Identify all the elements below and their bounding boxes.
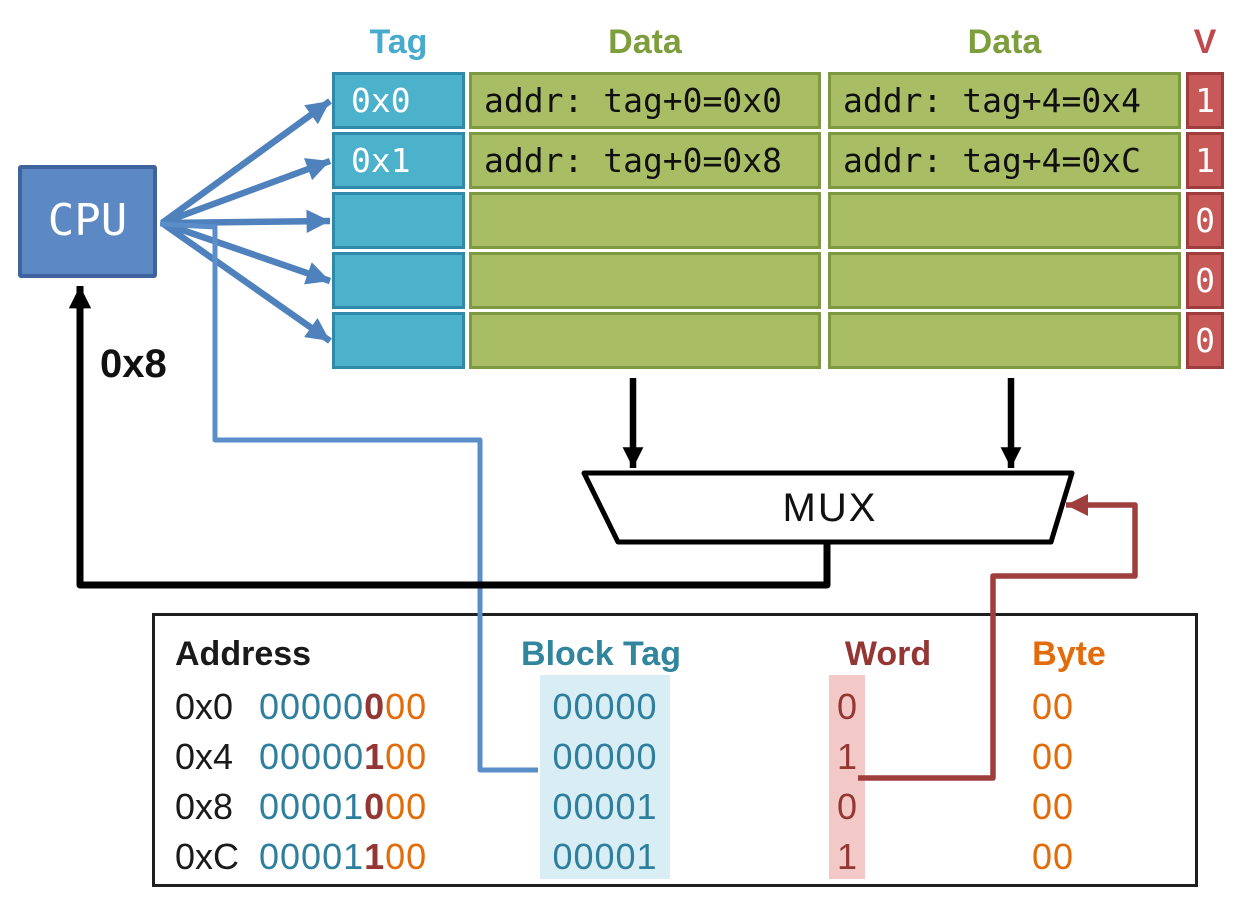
byte-value: 00 [1031, 836, 1075, 877]
data-cell [828, 192, 1181, 249]
binary-tag-bits: 00001 [259, 836, 365, 877]
word-value: 0 [836, 686, 858, 727]
data-cell [469, 192, 821, 249]
tag-cell: 0x1 [332, 132, 465, 189]
block-tag-value: 00000 [552, 736, 658, 777]
valid-cell: 0 [1186, 312, 1224, 369]
binary-word-bit: 1 [364, 836, 386, 877]
address-binary: 00000100 [259, 736, 499, 778]
address-hex: 0x0 [175, 686, 234, 727]
binary-word-bit: 1 [364, 736, 386, 777]
mux-label: MUX [782, 486, 878, 530]
binary-tag-bits: 00000 [259, 686, 365, 727]
data-cell [828, 252, 1181, 309]
tag-cell [332, 312, 465, 369]
data-cell [469, 312, 821, 369]
data-cell [469, 252, 821, 309]
data2-column: addr: tag+4=0x4 addr: tag+4=0xC [828, 72, 1181, 372]
valid-cell: 0 [1186, 192, 1224, 249]
binary-word-bit: 0 [364, 786, 386, 827]
address-binary: 00001100 [259, 836, 499, 878]
cpu-to-cache-arrows [160, 98, 332, 344]
cpu-box: CPU [18, 165, 157, 278]
data-cell: addr: tag+4=0xC [828, 132, 1181, 189]
binary-byte-bits: 00 [385, 836, 428, 877]
data-to-mux-arrows [622, 378, 1022, 468]
tag-cell [332, 192, 465, 249]
word-value: 1 [836, 736, 858, 777]
address-hex: 0x8 [175, 786, 234, 827]
tag-column: 0x0 0x1 [332, 72, 465, 372]
data-cell: addr: tag+0=0x8 [469, 132, 821, 189]
block-tag-value: 00001 [552, 786, 658, 827]
block-tag-highlight [540, 675, 670, 879]
data-cell: addr: tag+4=0x4 [828, 72, 1181, 129]
data2-column-header: Data [967, 23, 1042, 61]
valid-column-header: V [1193, 23, 1217, 61]
valid-cell: 1 [1186, 72, 1224, 129]
address-binary: 00001000 [259, 786, 499, 828]
address-breakdown-table: Address Block Tag Word Byte 0x0 00000000… [152, 613, 1198, 887]
word-header: Word [844, 635, 932, 673]
valid-cell: 1 [1186, 132, 1224, 189]
address-header: Address [175, 635, 312, 673]
byte-value: 00 [1031, 786, 1075, 827]
binary-byte-bits: 00 [385, 786, 428, 827]
byte-value: 00 [1031, 736, 1075, 777]
tag-cell [332, 252, 465, 309]
block-tag-header: Block Tag [521, 635, 681, 673]
binary-tag-bits: 00001 [259, 786, 365, 827]
word-value: 0 [836, 786, 858, 827]
byte-header: Byte [1032, 635, 1106, 673]
valid-cell: 0 [1186, 252, 1224, 309]
block-tag-value: 00000 [552, 686, 658, 727]
block-tag-value: 00001 [552, 836, 658, 877]
binary-word-bit: 0 [364, 686, 386, 727]
data-cell: addr: tag+0=0x0 [469, 72, 821, 129]
address-hex: 0x4 [175, 736, 234, 777]
tag-cell: 0x0 [332, 72, 465, 129]
address-hex: 0xC [175, 836, 240, 877]
byte-value: 00 [1031, 686, 1075, 727]
tag-column-header: Tag [369, 23, 428, 61]
cpu-request-address-label: 0x8 [100, 342, 167, 386]
binary-byte-bits: 00 [385, 686, 428, 727]
valid-column: 1 1 0 0 0 [1186, 72, 1224, 372]
data1-column: addr: tag+0=0x0 addr: tag+0=0x8 [469, 72, 821, 372]
data1-column-header: Data [608, 23, 682, 61]
data-cell [828, 312, 1181, 369]
word-value: 1 [836, 836, 858, 877]
binary-byte-bits: 00 [385, 736, 428, 777]
binary-tag-bits: 00000 [259, 736, 365, 777]
address-binary: 00000000 [259, 686, 499, 728]
